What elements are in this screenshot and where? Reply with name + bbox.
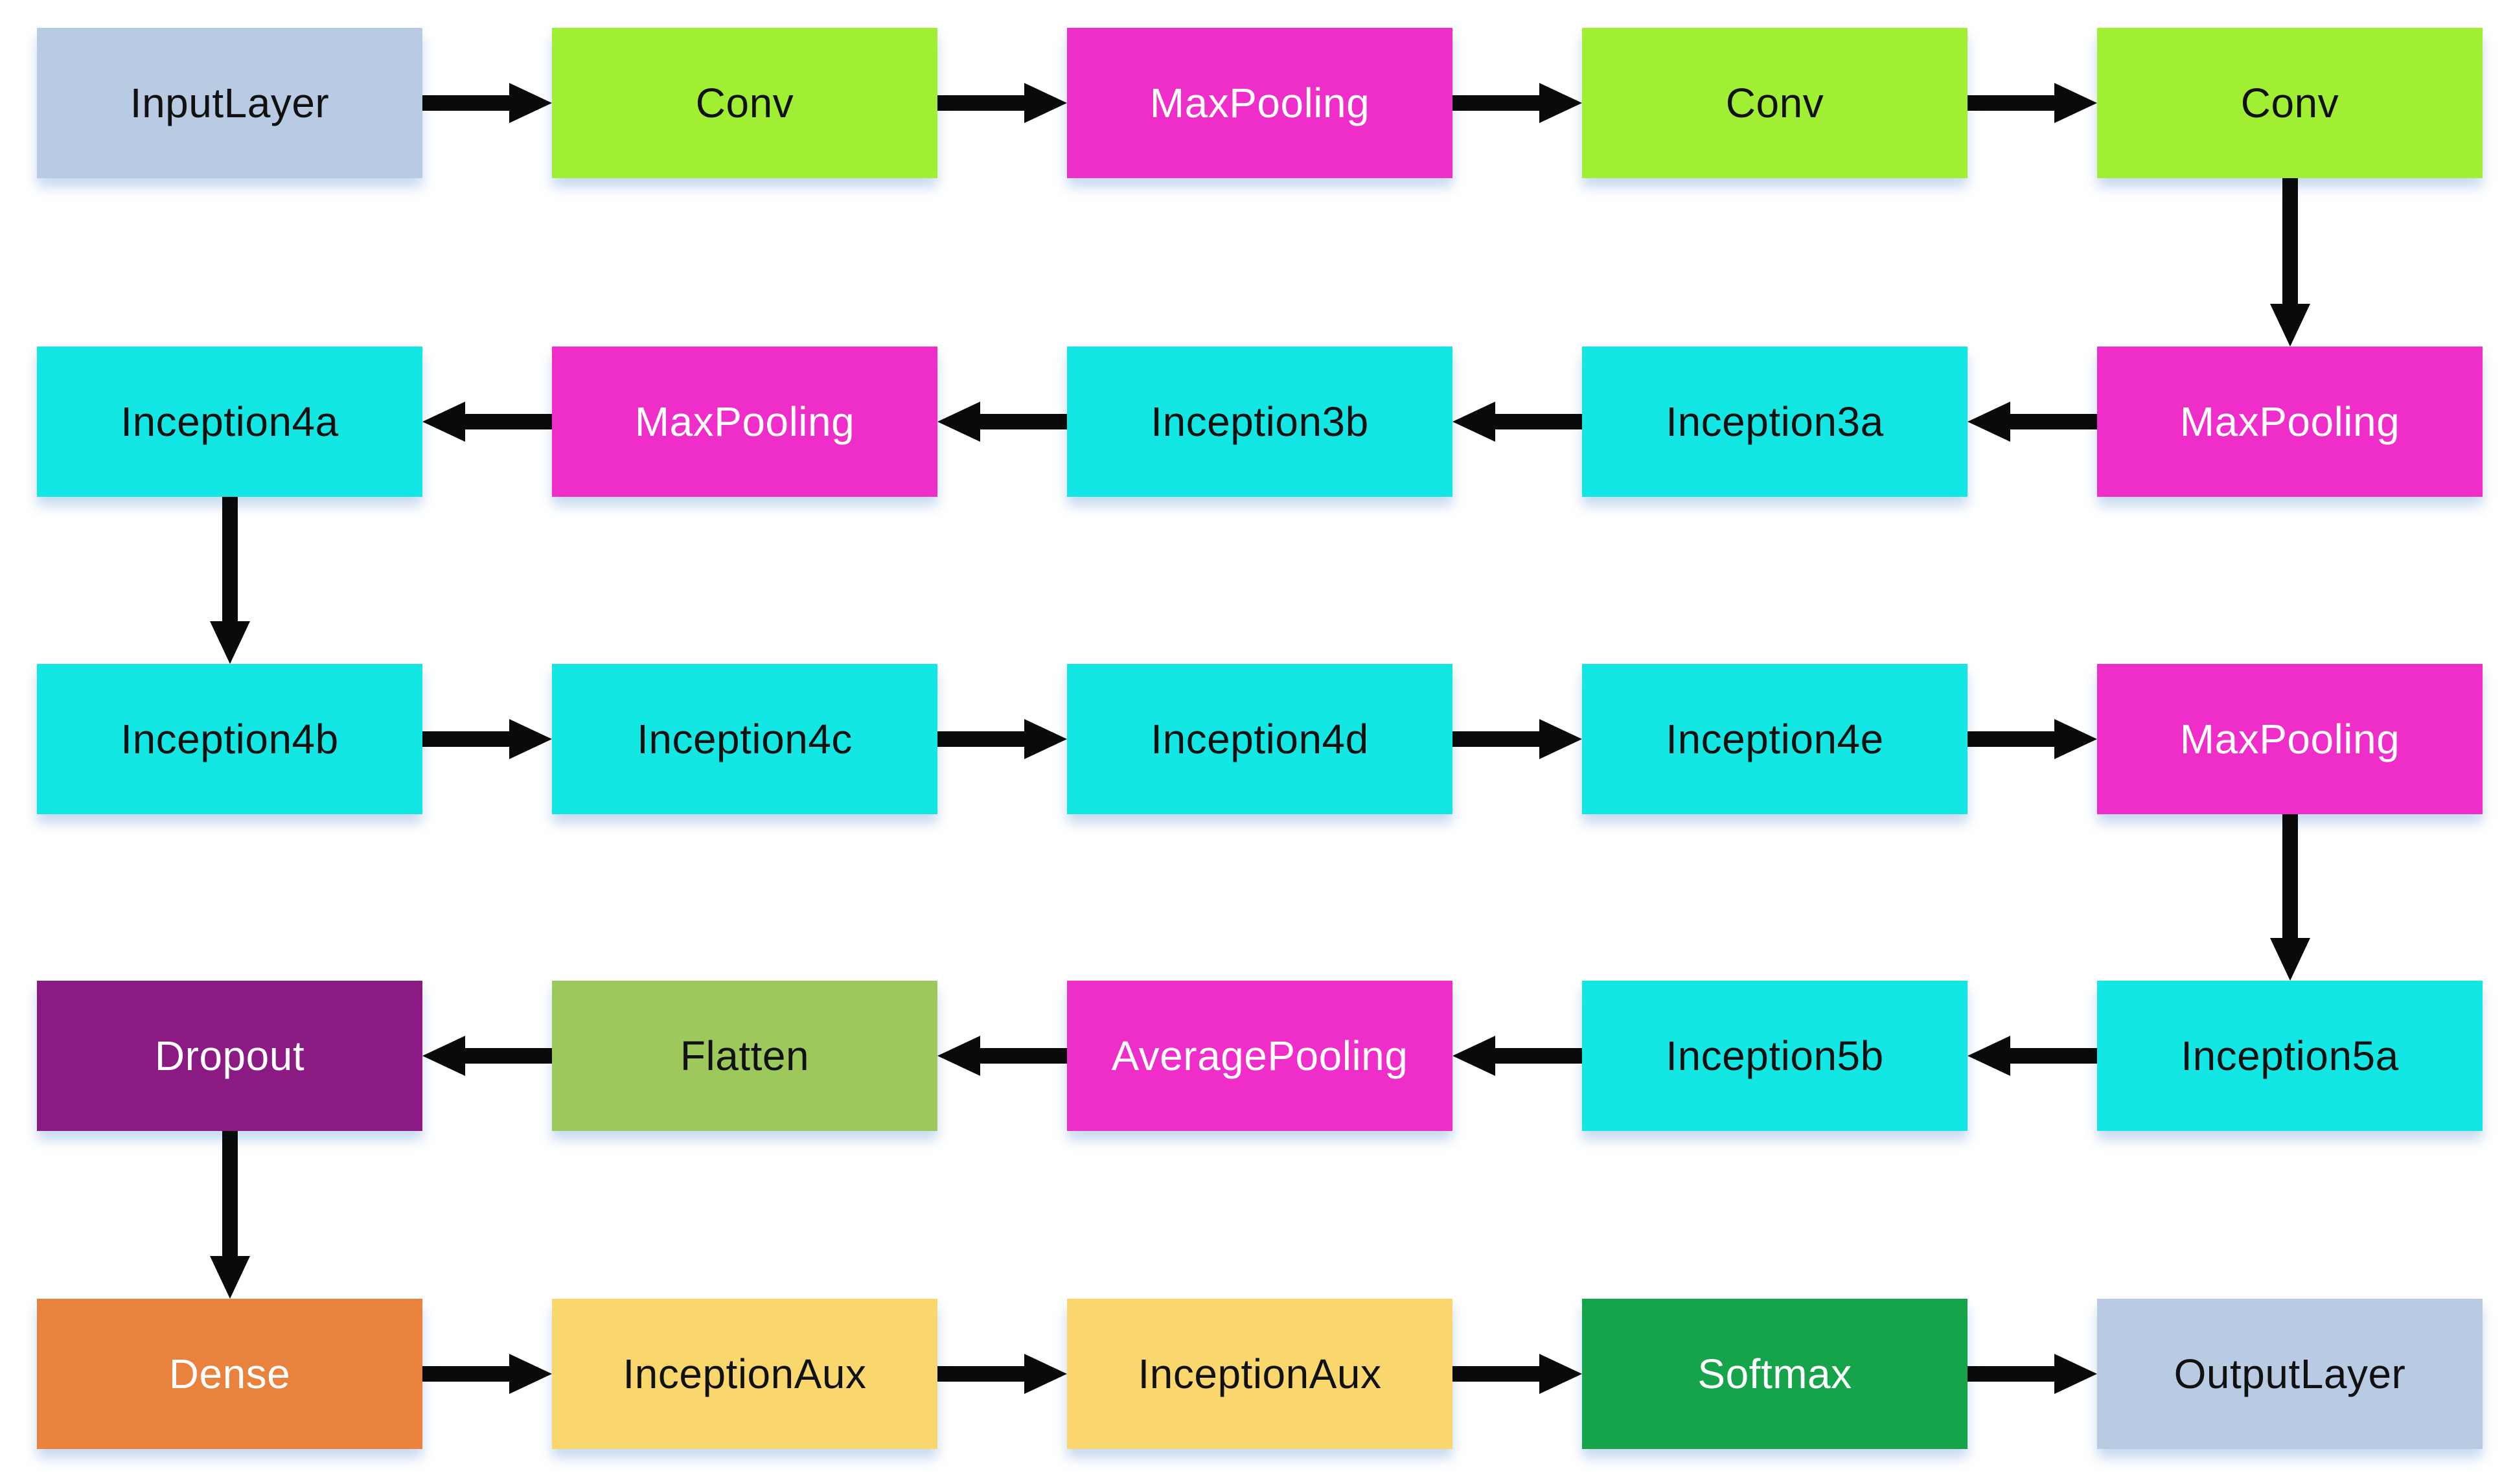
arrow-right-icon [1024,83,1067,123]
arrow-shaft [1452,95,1543,111]
arrow-shaft [1452,1366,1543,1382]
arrow-right-icon [509,1354,552,1394]
edge-aux2-to-softmax [1452,1354,1582,1394]
arrow-shaft [1452,731,1543,747]
node-softmax: Softmax [1582,1299,1968,1449]
edge-inception3b-to-maxpool3 [937,402,1067,442]
node-maxpool2: MaxPooling [2097,347,2483,497]
node-maxpool1: MaxPooling [1067,28,1452,178]
arrow-shaft [422,1366,513,1382]
edge-maxpool1-to-conv2 [1452,83,1582,123]
arrow-shaft [1968,731,2058,747]
arrow-down-icon [2269,938,2310,981]
node-input: InputLayer [37,28,422,178]
edge-aux1-to-aux2 [937,1354,1067,1394]
arrow-shaft [422,95,513,111]
arrow-shaft [937,95,1028,111]
edge-inception5b-to-avgpool [1452,1036,1582,1076]
edge-avgpool-to-flatten [937,1036,1067,1076]
arrow-shaft [461,414,552,429]
node-maxpool3: MaxPooling [552,347,937,497]
arrow-right-icon [1539,83,1582,123]
arrow-right-icon [1024,719,1067,759]
edge-conv2-to-conv3 [1968,83,2097,123]
edge-inception3a-to-inception3b [1452,402,1582,442]
node-flatten: Flatten [552,981,937,1131]
arrow-shaft [222,1131,238,1260]
arrow-shaft [1968,95,2058,111]
node-output: OutputLayer [2097,1299,2483,1449]
arrow-shaft [222,497,238,625]
arrow-right-icon [2054,1354,2097,1394]
edge-inception4d-to-inception4e [1452,719,1582,759]
node-avgpool: AveragePooling [1067,981,1452,1131]
edge-inception4c-to-inception4d [937,719,1067,759]
arrow-shaft [1968,1366,2058,1382]
node-inception5b: Inception5b [1582,981,1968,1131]
arrow-down-icon [2269,304,2310,347]
arrow-shaft [937,1366,1028,1382]
edge-maxpool4-to-inception5a [2269,814,2310,981]
arrow-down-icon [209,621,250,664]
arrow-shaft [937,731,1028,747]
edge-maxpool2-to-inception3a [1968,402,2097,442]
arrow-right-icon [2054,719,2097,759]
arrow-shaft [1491,1048,1582,1064]
edge-maxpool3-to-inception4a [422,402,552,442]
arrow-down-icon [209,1256,250,1299]
node-maxpool4: MaxPooling [2097,664,2483,814]
node-conv3: Conv [2097,28,2483,178]
arrow-shaft [2006,1048,2097,1064]
node-inception3b: Inception3b [1067,347,1452,497]
arrow-right-icon [1539,1354,1582,1394]
arrow-right-icon [509,83,552,123]
arrow-left-icon [937,402,980,442]
arrow-left-icon [1968,1036,2010,1076]
arrow-left-icon [1452,1036,1495,1076]
arrow-shaft [976,414,1067,429]
edge-inception5a-to-inception5b [1968,1036,2097,1076]
edge-conv3-to-maxpool2 [2269,178,2310,347]
node-inception4b: Inception4b [37,664,422,814]
arrow-shaft [422,731,513,747]
node-dropout: Dropout [37,981,422,1131]
arrow-left-icon [422,1036,465,1076]
node-inception4a: Inception4a [37,347,422,497]
node-dense: Dense [37,1299,422,1449]
arrow-left-icon [937,1036,980,1076]
arrow-right-icon [2054,83,2097,123]
edge-inception4e-to-maxpool4 [1968,719,2097,759]
node-conv1: Conv [552,28,937,178]
arrow-shaft [2282,814,2298,942]
arrow-left-icon [1452,402,1495,442]
arrow-left-icon [1968,402,2010,442]
edge-inception4b-to-inception4c [422,719,552,759]
node-inception4d: Inception4d [1067,664,1452,814]
node-inception4c: Inception4c [552,664,937,814]
arrow-right-icon [1539,719,1582,759]
arrow-shaft [1491,414,1582,429]
edge-dense-to-aux1 [422,1354,552,1394]
edge-conv1-to-maxpool1 [937,83,1067,123]
edge-flatten-to-dropout [422,1036,552,1076]
arrow-shaft [2006,414,2097,429]
arrow-right-icon [509,719,552,759]
arrow-shaft [2282,178,2298,308]
node-inception4e: Inception4e [1582,664,1968,814]
edge-dropout-to-dense [209,1131,250,1299]
arrow-shaft [976,1048,1067,1064]
node-conv2: Conv [1582,28,1968,178]
node-aux1: InceptionAux [552,1299,937,1449]
node-aux2: InceptionAux [1067,1299,1452,1449]
edge-inception4a-to-inception4b [209,497,250,664]
edge-softmax-to-output [1968,1354,2097,1394]
arrow-left-icon [422,402,465,442]
edge-input-to-conv1 [422,83,552,123]
arrow-right-icon [1024,1354,1067,1394]
arrow-shaft [461,1048,552,1064]
node-inception3a: Inception3a [1582,347,1968,497]
node-inception5a: Inception5a [2097,981,2483,1131]
